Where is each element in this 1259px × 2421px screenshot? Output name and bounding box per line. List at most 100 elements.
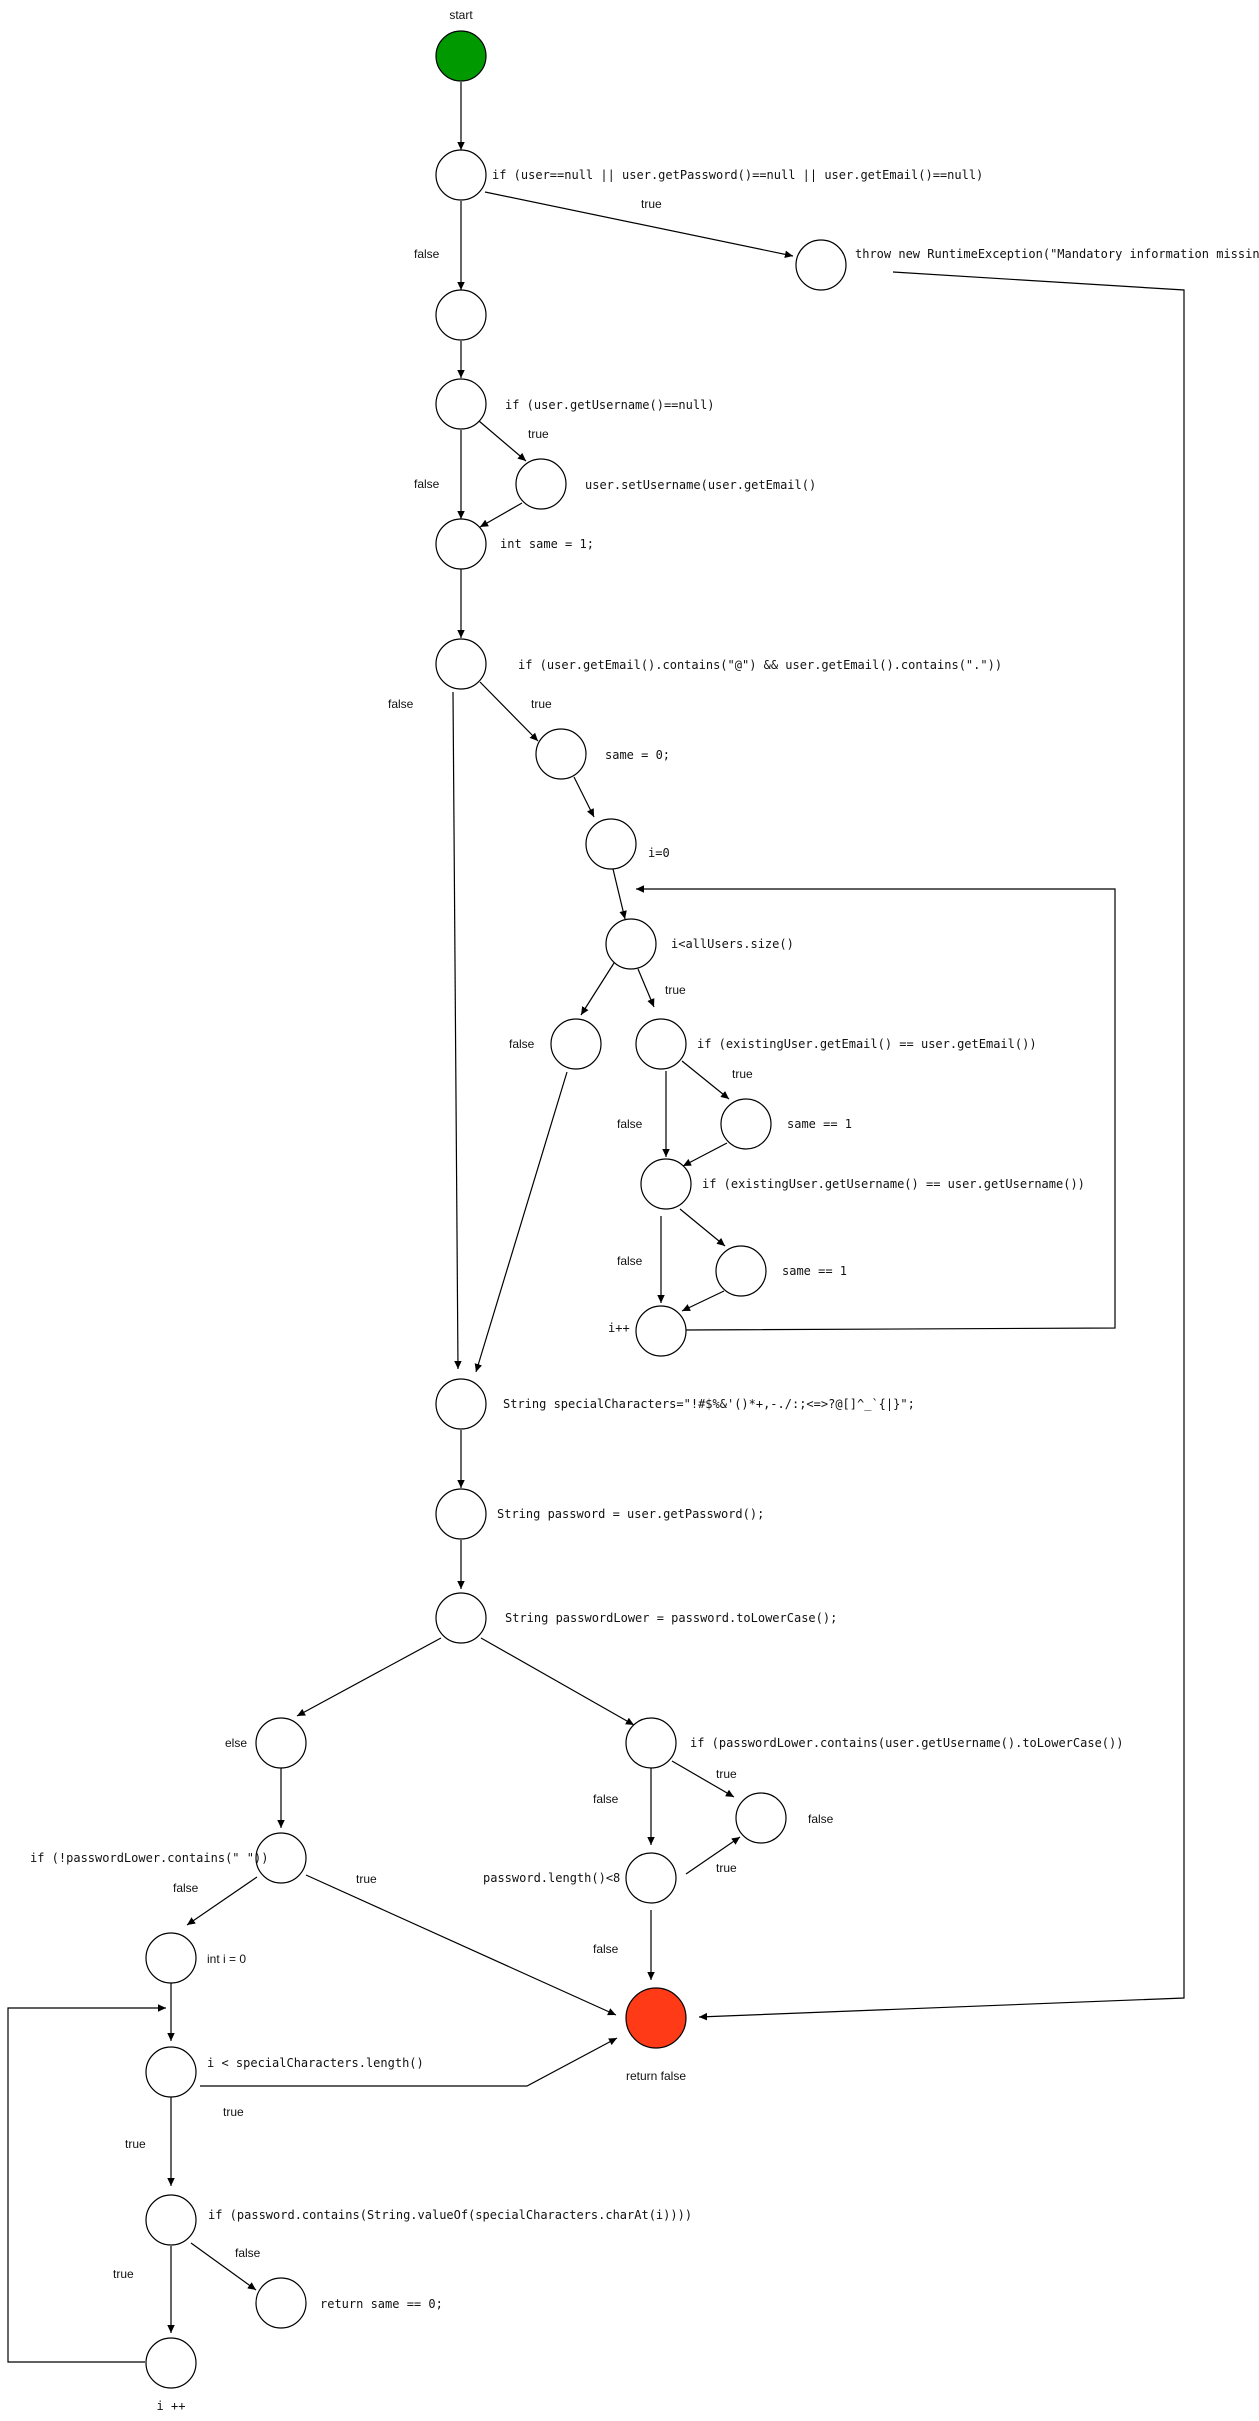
edge-label-true: true [125,2137,146,2151]
edge-label-true: true [716,1861,737,1875]
label-username-null-check: if (user.getUsername()==null) [505,398,715,412]
label-start: start [449,8,473,22]
start-node [435,30,487,82]
node-loop-condition [605,918,657,970]
node-email-check [435,638,487,690]
label-email-check: if (user.getEmail().contains("@") && use… [518,658,1002,672]
edge-i0-loop [612,868,627,920]
label-result-false: false [808,1812,834,1826]
node-int-i-zero [145,1932,197,1984]
label-space-check: if (!passwordLower.contains(" ")) [30,1851,268,1865]
edge-label-true: true [716,1767,737,1781]
label-loop-condition: i<allUsers.size() [671,937,794,951]
node-labels: start if (user==null || user.getPassword… [30,8,1259,2413]
node-return-same [255,2277,307,2329]
edge-ifspace-inti [186,1876,258,1926]
edge-n1-throw [484,191,794,259]
edge-iinc2-loopback [7,2004,166,2363]
edge-label-false: false [593,1942,619,1956]
edge-label-false: true [223,2105,244,2119]
nodes [145,30,847,2389]
edge-ifemail-spec [452,691,462,1370]
edge-label-true: true [528,427,549,441]
edge-label-false: false [173,1881,199,1895]
edge-lfalse-spec [474,1071,568,1373]
node-set-username [515,458,567,510]
node-loop-false [550,1018,602,1070]
node-empty [435,289,487,341]
label-same-eq-1-b: same == 1 [782,1264,847,1278]
label-password: String password = user.getPassword(); [497,1507,764,1521]
edge-pwlen-rfalse [685,1836,741,1875]
node-same-eq-1-a [720,1098,772,1150]
edge-label-false: false [414,477,440,491]
edge-label-false: false [617,1254,643,1268]
label-same-eq-1-a: same == 1 [787,1117,852,1131]
label-password-lower: String passwordLower = password.toLowerC… [505,1611,837,1625]
node-username-null-check [435,378,487,430]
edge-label-true: true [665,983,686,997]
node-i-increment [635,1305,687,1357]
label-int-i-zero: int i = 0 [207,1952,246,1966]
label-i-init: i=0 [648,846,670,860]
node-same-eq-1-b [715,1245,767,1297]
edge-sameeq2-iinc [681,1290,725,1312]
edge-ifex1-sameeq1 [681,1060,730,1100]
edge-label-true: true [732,1067,753,1081]
label-loop-false: false [509,1037,535,1051]
node-contains-special-check [145,2194,197,2246]
edge-ifcont-retsame [190,2242,257,2291]
edge-loop-lfalse [580,962,615,1016]
edge-ifex2-sameeq2 [679,1208,726,1247]
label-int-same: int same = 1; [500,537,594,551]
node-throw-exception [795,239,847,291]
node-password [435,1488,487,1540]
node-int-same [435,518,487,570]
edge-iinc-loopback [636,885,1116,1331]
label-return-same: return same == 0; [320,2297,443,2311]
label-i-increment: i++ [608,1321,630,1335]
label-return-false: return false [626,2069,686,2083]
label-username-in-password-check: if (passwordLower.contains(user.getUsern… [690,1736,1123,1750]
node-space-check [255,1832,307,1884]
edge-label-false: false [593,1792,619,1806]
node-same-zero [535,728,587,780]
label-null-check: if (user==null || user.getPassword()==nu… [492,168,983,182]
edge-label-false: false [388,697,414,711]
node-email-equal-check [635,1018,687,1070]
label-set-username: user.setUsername(user.getEmail() [585,478,816,492]
node-result-false [735,1792,787,1844]
edge-pwdl-else [296,1637,442,1717]
edge-ifspace-return [305,1874,617,2016]
edge-labels: true false true false false true true tr… [113,197,753,2281]
node-i-increment-2 [145,2337,197,2389]
label-special-characters: String specialCharacters="!#$%&'()*+,-./… [503,1397,915,1411]
edge-sameeq1-ifex2 [682,1142,728,1167]
label-i-increment-2: i ++ [157,2399,186,2413]
edge-label-true: true [641,197,662,211]
edge-pwdl-ifuser [480,1637,635,1726]
edge-label-false: false [414,247,440,261]
edge-ifemail-same0 [479,681,539,742]
edge-loop-ifex1 [637,968,655,1008]
edge-ifuser-rfalse [671,1760,735,1798]
edge-n3-setuser [478,420,527,462]
edges [7,82,1185,2363]
edge-throw-return [698,271,1185,2021]
label-special-loop-condition: i < specialCharacters.length() [207,2056,424,2070]
node-username-in-password-check [625,1717,677,1769]
edge-iloop-return [200,2037,618,2087]
edge-label-false: false [617,1117,643,1131]
node-username-equal-check [640,1158,692,1210]
label-contains-special-check: if (password.contains(String.valueOf(spe… [208,2208,692,2222]
label-email-equal-check: if (existingUser.getEmail() == user.getE… [697,1037,1037,1051]
label-username-equal-check: if (existingUser.getUsername() == user.g… [702,1177,1085,1191]
end-node-return-false [625,1987,687,2049]
edge-label-true: true [356,1872,377,1886]
node-special-loop-condition [145,2046,197,2098]
node-password-lower [435,1592,487,1644]
label-password-length-check: password.length()<8 [483,1871,620,1885]
node-null-check [435,149,487,201]
edge-label-true: true [531,697,552,711]
